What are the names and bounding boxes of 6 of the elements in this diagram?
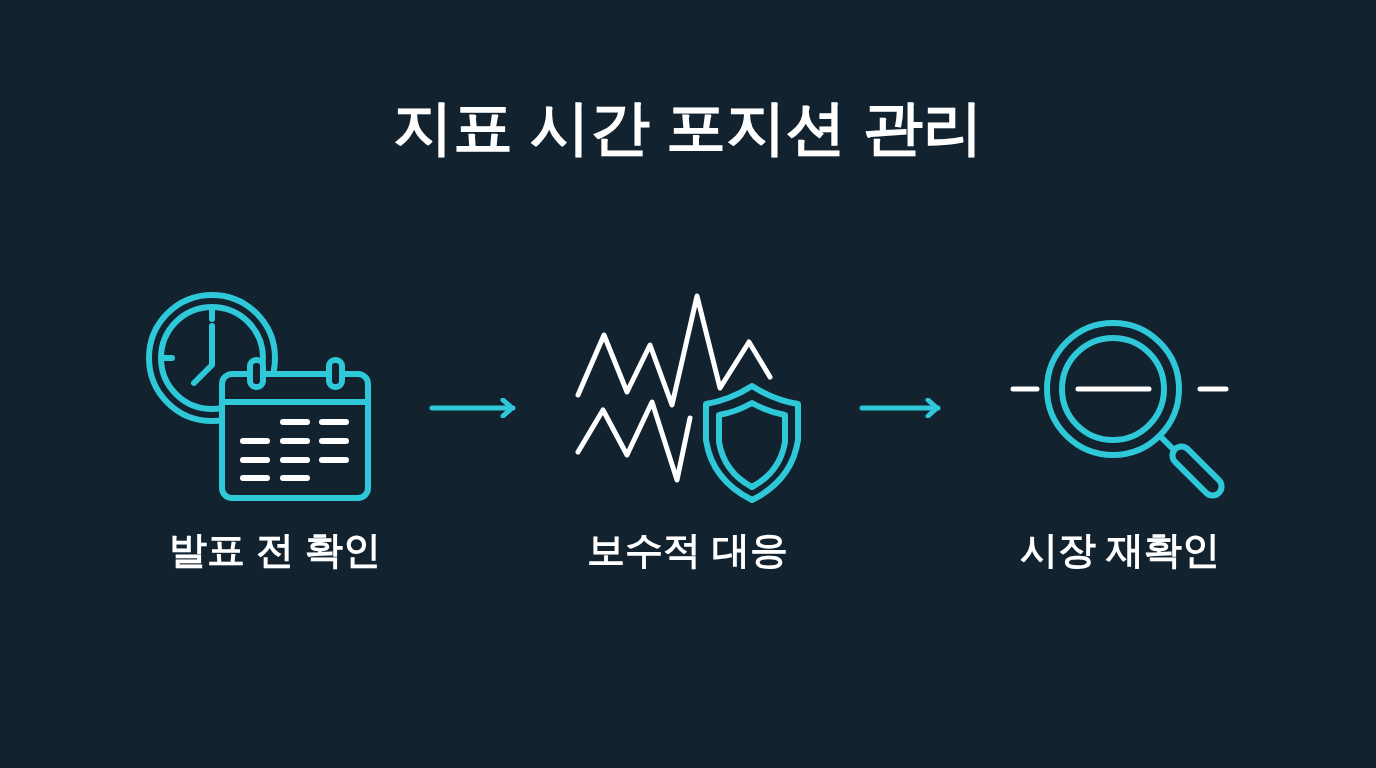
step-label: 시장 재확인 (1019, 528, 1221, 573)
arrow (859, 397, 941, 419)
title: 지표 시간 포지션 관리 (393, 93, 983, 163)
step-label: 발표 전 확인 (169, 528, 381, 573)
arrow (429, 397, 516, 419)
step-label: 보수적 대응 (587, 528, 788, 573)
